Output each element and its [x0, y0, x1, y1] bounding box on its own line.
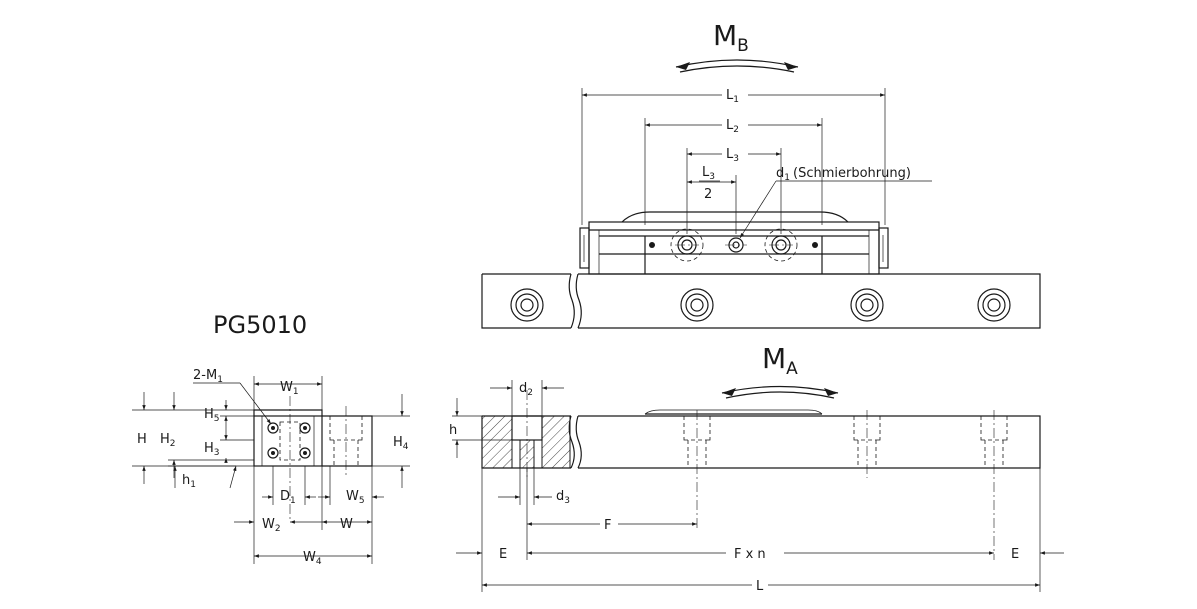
part-label: PG5010	[213, 311, 307, 339]
dim-h1: h1	[168, 465, 237, 490]
moment-mb: MB	[675, 19, 799, 73]
dim-2-m1: 2-M1	[193, 368, 272, 425]
svg-text:F: F	[604, 518, 611, 533]
dim-w4: W4	[253, 530, 373, 567]
svg-text:W5: W5	[346, 489, 365, 506]
dim-d1: D1	[262, 466, 316, 506]
dim-e-right: E	[1011, 547, 1019, 562]
dim-w2-w: W2 W	[234, 466, 372, 564]
rail-hole-icon	[510, 288, 544, 322]
dim-l2: L2	[645, 116, 822, 135]
end-view: 2-M1 W1 H H2	[132, 368, 410, 567]
svg-text:d2: d2	[519, 381, 533, 398]
svg-text:L3: L3	[726, 147, 739, 164]
svg-text:H4: H4	[393, 435, 409, 452]
dim-d2: d2	[490, 380, 564, 416]
svg-text:H3: H3	[204, 441, 220, 458]
svg-text:d1(Schmierbohrung): d1(Schmierbohrung)	[776, 166, 911, 183]
dim-d1-lubrication: d1(Schmierbohrung)	[739, 166, 932, 239]
svg-text:d3: d3	[556, 489, 570, 506]
bolt-hole-icon	[299, 447, 311, 459]
bolt-hole-icon	[267, 447, 279, 459]
hidden-counterbore	[683, 410, 711, 530]
svg-text:2: 2	[704, 187, 712, 202]
dim-h: H	[132, 392, 254, 484]
svg-text:D1: D1	[280, 489, 296, 506]
carriage-top	[579, 211, 889, 275]
svg-text:L: L	[756, 579, 764, 594]
svg-text:W1: W1	[280, 380, 299, 397]
svg-text:2-M1: 2-M1	[193, 368, 223, 385]
svg-text:H: H	[137, 432, 147, 447]
dim-fxn: F x n	[734, 547, 766, 562]
bolt-hole-icon	[299, 422, 311, 434]
svg-text:L3: L3	[702, 165, 715, 182]
svg-text:h: h	[449, 423, 457, 438]
dim-e-fxn-e: E F x n E	[456, 468, 1064, 592]
dim-h3: H3	[204, 426, 254, 463]
hidden-counterbore	[980, 410, 1008, 560]
svg-text:MB: MB	[713, 19, 749, 56]
moment-mb-arrow	[675, 59, 799, 68]
svg-text:W4: W4	[303, 550, 322, 567]
rail-top	[481, 273, 1041, 329]
hidden-counterbore	[853, 410, 881, 478]
rail-side	[481, 390, 1041, 560]
dim-h4: H4	[372, 394, 410, 488]
svg-text:L2: L2	[726, 118, 739, 135]
dim-e-left: E	[499, 547, 507, 562]
moment-ma: MA	[721, 342, 839, 399]
dim-w-label: W	[340, 517, 353, 532]
dim-h-rail: h	[449, 398, 512, 458]
rail-end	[322, 406, 373, 476]
bolt-hole-icon	[267, 422, 279, 434]
dim-h2: H2	[160, 392, 236, 478]
dim-l1: L1	[582, 86, 885, 105]
carriage-end	[236, 396, 323, 520]
dim-half-l3: L3 2	[687, 165, 736, 202]
dim-w2-label: W2	[262, 517, 281, 534]
dim-l3: L3	[687, 145, 781, 164]
dim-l: L	[482, 577, 1040, 594]
dim-f: F	[526, 468, 697, 560]
dim-d3: d3	[498, 468, 570, 506]
dim-h5: H5	[204, 400, 254, 426]
svg-text:H5: H5	[204, 407, 220, 424]
rail-hole-icon	[977, 288, 1011, 322]
dim-w1: W1	[253, 376, 323, 410]
svg-text:L1: L1	[726, 88, 739, 105]
top-view: MB L1 L2 L3	[481, 19, 1041, 329]
svg-text:H2: H2	[160, 432, 176, 449]
side-view: MA	[449, 342, 1064, 594]
dim-w5: W5	[318, 466, 384, 530]
svg-text:MA: MA	[762, 342, 798, 379]
svg-text:h1: h1	[182, 473, 196, 490]
rail-hole-icon	[680, 288, 714, 322]
rail-hole-icon	[850, 288, 884, 322]
